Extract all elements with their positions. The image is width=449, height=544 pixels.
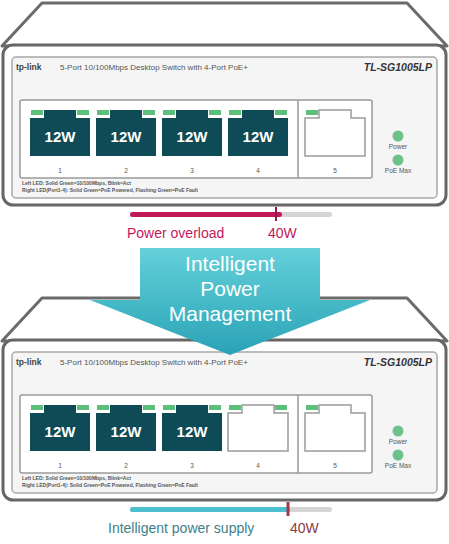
port-number: 5 (333, 462, 337, 469)
port-number: 4 (256, 167, 260, 174)
poe-port: 12W (228, 110, 288, 156)
status-caption: Power overload (127, 225, 224, 241)
power-bar-track (130, 507, 332, 512)
led-label: Power (389, 143, 407, 150)
product-description: 5-Port 10/100Mbps Desktop Switch with 4-… (60, 63, 248, 72)
led-legend-note: Right LED(Port1-4): Solid Green=PoE Powe… (22, 483, 198, 489)
poe-port: 12W (96, 405, 156, 451)
empty-port (305, 110, 365, 156)
power-bar-fill (130, 507, 290, 512)
front-panel (12, 57, 437, 198)
poe-port: 12W (30, 405, 90, 451)
switch-front (3, 45, 446, 205)
poe-port: 12W (96, 110, 156, 156)
port-outline (96, 110, 156, 156)
switch-housing (2, 3, 447, 205)
port-power: 12W (45, 128, 76, 145)
brand-logo: tp-link (16, 358, 42, 368)
port-number: 2 (124, 167, 128, 174)
power-value: 40W (290, 520, 319, 536)
port-outline (96, 405, 156, 451)
power-limit-marker (287, 502, 290, 516)
port-number: 3 (190, 167, 194, 174)
status-caption: Intelligent power supply (108, 520, 254, 536)
port-power: 12W (111, 128, 142, 145)
model-number: TL-SG1005LP (364, 356, 432, 368)
empty-port (228, 405, 288, 451)
led-label: PoE Max (385, 462, 411, 469)
port-power: 12W (111, 423, 142, 440)
port-number: 5 (333, 167, 337, 174)
led-legend-note: Left LED: Solid Green=10/100Mbps, Blink=… (22, 181, 131, 187)
led-label: PoE Max (385, 167, 411, 174)
port-number: 3 (190, 462, 194, 469)
led-label: Power (389, 438, 407, 445)
poe-port: 12W (162, 405, 222, 451)
port-number: 1 (58, 167, 62, 174)
port-number: 4 (256, 462, 260, 469)
product-description: 5-Port 10/100Mbps Desktop Switch with 4-… (60, 358, 248, 367)
power-bar-fill (130, 212, 282, 217)
model-number: TL-SG1005LP (364, 61, 432, 73)
port-divider (297, 100, 299, 178)
poe-max-led (393, 155, 404, 166)
power-value: 40W (268, 225, 297, 241)
port-number: 2 (124, 462, 128, 469)
port-number: 1 (58, 462, 62, 469)
led-legend-note: Right LED(Port1-4): Solid Green=PoE Powe… (22, 188, 198, 194)
process-arrow: Intelligent Power Management (90, 248, 370, 355)
poe-port: 12W (162, 110, 222, 156)
port-power: 12W (177, 423, 208, 440)
port-outline (162, 405, 222, 451)
process-label: Intelligent Power Management (160, 251, 300, 326)
port-outline (162, 110, 222, 156)
port-power: 12W (45, 423, 76, 440)
switch-roof (2, 3, 447, 46)
arrow-shape (90, 248, 370, 355)
port-outline (228, 110, 288, 156)
power-limit-marker (275, 207, 277, 221)
port-bay (20, 100, 372, 178)
poe-port: 12W (30, 110, 90, 156)
led-legend-note: Left LED: Solid Green=10/100Mbps, Blink=… (22, 476, 131, 482)
power-bar-track (130, 212, 332, 217)
brand-logo: tp-link (16, 63, 42, 73)
port-power: 12W (177, 128, 208, 145)
port-power: 12W (243, 128, 274, 145)
port-outline (30, 405, 90, 451)
power-led (393, 131, 404, 142)
port-outline (30, 110, 90, 156)
